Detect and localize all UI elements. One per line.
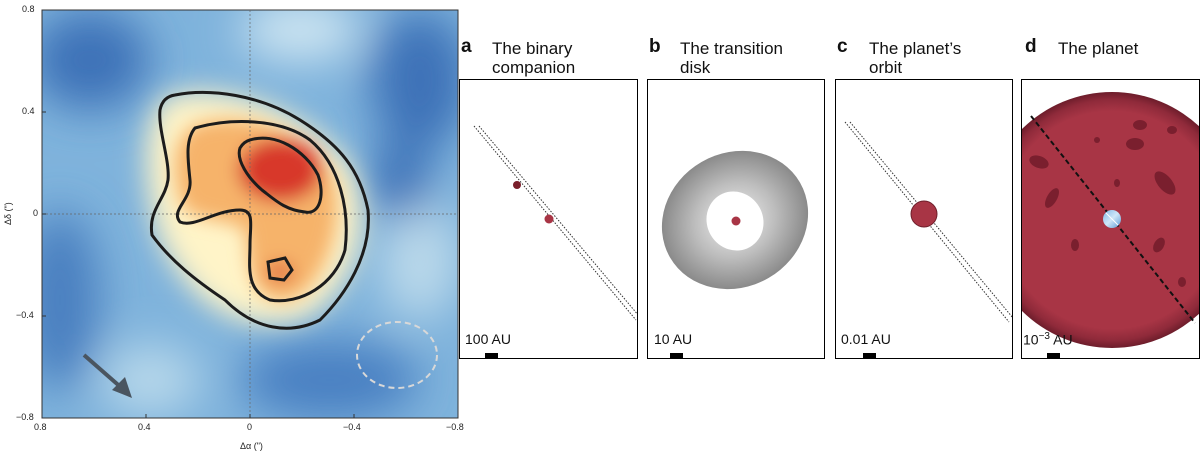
scale-label: 10−3 AU <box>1023 331 1073 348</box>
panel-box: 10 AU <box>647 79 825 359</box>
scale-bar <box>670 353 683 358</box>
panel-letter: d <box>1025 36 1037 57</box>
scale-bar <box>485 353 498 358</box>
panel-box: 0.01 AU <box>835 79 1013 359</box>
contour-outer <box>149 90 370 330</box>
planet-spots <box>1029 120 1186 287</box>
contour-inner-peak <box>237 136 323 214</box>
panel-letter: b <box>649 36 661 57</box>
panel-letter: c <box>837 36 848 57</box>
panel-box: 10−3 AU <box>1021 79 1200 359</box>
panel-letter: a <box>461 36 472 57</box>
y-tick-label: 0 <box>33 208 39 218</box>
x-tick-label: 0.4 <box>138 422 151 432</box>
scale-label: 100 AU <box>465 331 511 347</box>
y-tick-label: 0.4 <box>22 106 35 116</box>
primary-star <box>544 214 554 224</box>
scale-exponent: −3 <box>1038 331 1050 342</box>
companion-star <box>513 181 521 189</box>
y-tick-label: 0.8 <box>22 4 35 14</box>
scale-label: 0.01 AU <box>841 331 891 347</box>
x-axis-label: Δα (") <box>240 441 263 451</box>
binary-companion-diagram <box>473 125 637 321</box>
panel-title: The transition disk <box>680 39 783 77</box>
scale-base: 10 <box>1023 331 1039 348</box>
planet-orbit-diagram <box>844 121 1012 323</box>
panel-title: The planet’s orbit <box>869 39 962 77</box>
scale-unit: AU <box>1049 331 1073 348</box>
transition-disk-diagram <box>661 150 809 290</box>
y-axis-label: Δδ (") <box>3 202 13 225</box>
beam-ellipse <box>356 321 438 389</box>
planet-diagram <box>1022 92 1199 348</box>
direction-arrow-shaft <box>82 353 126 392</box>
contour-middle <box>176 120 348 303</box>
x-tick-label: 0 <box>247 422 253 432</box>
panel-title: The binary companion <box>492 39 576 77</box>
x-tick-label: −0.4 <box>343 422 361 432</box>
contour-map <box>41 9 459 419</box>
panel-title: The planet <box>1058 39 1139 58</box>
direction-arrow-head <box>112 377 132 398</box>
y-tick-label: −0.4 <box>16 310 34 320</box>
x-tick-label: 0.8 <box>34 422 47 432</box>
planet <box>910 200 938 228</box>
scale-label: 10 AU <box>654 331 693 347</box>
central-star <box>731 216 741 226</box>
y-tick-label: −0.8 <box>16 412 34 422</box>
scale-bar <box>863 353 876 358</box>
scale-bar <box>1047 353 1060 358</box>
contour-inner-small <box>266 256 294 282</box>
panel-box: 100 AU <box>459 79 638 359</box>
x-tick-label: −0.8 <box>446 422 464 432</box>
